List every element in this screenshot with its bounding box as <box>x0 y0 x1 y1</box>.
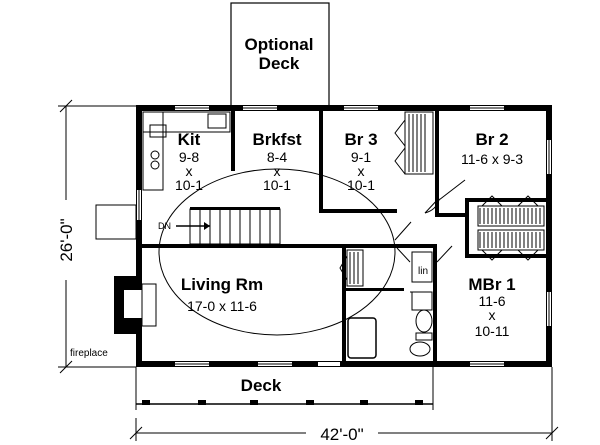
toilet-icon <box>415 309 433 333</box>
stairs: DN <box>158 207 281 245</box>
refrigerator-icon <box>207 113 227 129</box>
optional-deck-label-line2: Deck <box>259 54 300 73</box>
interior-walls <box>142 111 546 361</box>
fireplace: fireplace <box>70 276 157 359</box>
living-room-name: Living Rm <box>181 275 263 294</box>
bathroom <box>339 221 433 359</box>
linen-label: lin <box>418 266 428 277</box>
linen-closet: lin <box>411 251 433 283</box>
breakfast: Brkfst 8-4 x 10-1 <box>252 130 301 193</box>
master-bedroom-dim-2: 10-11 <box>475 323 510 339</box>
kitchen-dim-2: 10-1 <box>175 177 203 193</box>
bathtub-icon <box>347 317 377 359</box>
breakfast-dim-1: 8-4 <box>267 149 287 165</box>
kitchen-name: Kit <box>178 130 201 149</box>
bedroom-2-name: Br 2 <box>475 130 508 149</box>
breakfast-dim-2: 10-1 <box>263 177 291 193</box>
bedroom-3-name: Br 3 <box>344 130 377 149</box>
master-bedroom-dim-1: 11-6 <box>479 293 506 309</box>
bedroom-3-dim-1: 9-1 <box>351 149 371 165</box>
bedroom-3-dim-x: x <box>358 163 365 179</box>
depth-dimension: 26'-0" <box>50 99 136 374</box>
breakfast-dim-x: x <box>274 163 281 179</box>
bedroom-closets <box>477 195 545 261</box>
bedroom-2: Br 2 11-6 x 9-3 <box>438 130 523 201</box>
side-entry-platform <box>95 204 137 240</box>
breakfast-name: Brkfst <box>252 130 301 149</box>
stove-burner-icon <box>150 150 160 160</box>
depth-dimension-label: 26'-0" <box>57 218 76 261</box>
exterior-walls <box>136 105 552 367</box>
bedroom-3-dim-2: 10-1 <box>347 177 375 193</box>
master-bedroom-dim-x: x <box>489 307 496 323</box>
living-room-dims: 17-0 x 11-6 <box>187 298 257 314</box>
width-dimension-label: 42'-0" <box>320 425 363 444</box>
deck-label: Deck <box>241 376 282 395</box>
master-bedroom-name: MBr 1 <box>468 275 515 294</box>
kitchen-dim-1: 9-8 <box>179 149 199 165</box>
bedroom-3: Br 3 9-1 x 10-1 <box>344 111 440 214</box>
circulation-ellipse <box>158 168 396 336</box>
fireplace-label: fireplace <box>70 348 108 359</box>
master-bedroom: MBr 1 11-6 x 10-11 <box>436 245 516 339</box>
kitchen-dim-x: x <box>186 163 193 179</box>
living-room: Living Rm 17-0 x 11-6 <box>181 275 263 314</box>
optional-deck: Optional Deck <box>230 2 330 107</box>
width-dimension: 42'-0" <box>129 367 559 444</box>
deck: Deck <box>135 367 434 410</box>
sink-icon <box>149 124 167 138</box>
kitchen: Kit 9-8 x 10-1 <box>142 111 231 193</box>
optional-deck-label-line1: Optional <box>245 35 314 54</box>
stove-burner-icon <box>150 160 160 170</box>
bedroom-2-dims: 11-6 x 9-3 <box>461 151 523 167</box>
sink-icon <box>409 341 431 357</box>
